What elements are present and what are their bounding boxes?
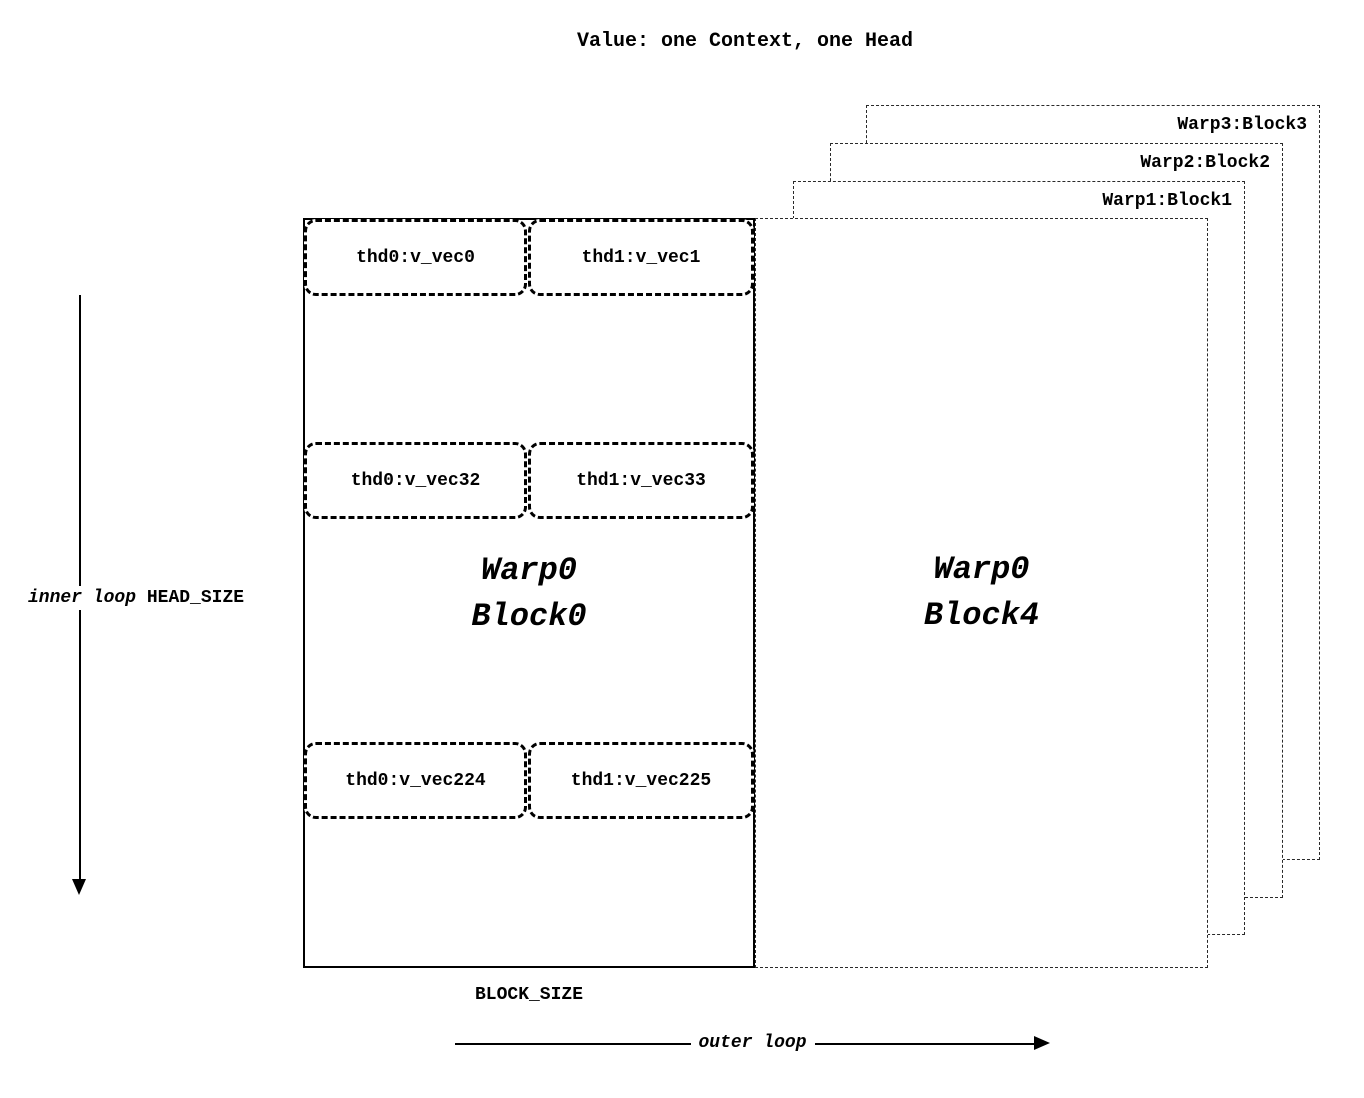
block4-caption-line1: Warp0 — [933, 551, 1030, 588]
block-warp3-label: Warp3:Block3 — [1177, 115, 1307, 135]
inner-loop-dim-label: HEAD_SIZE — [146, 588, 245, 608]
block-size-label: BLOCK_SIZE — [474, 985, 584, 1005]
block0-caption: Warp0 Block0 — [305, 548, 753, 641]
outer-loop-arrowhead-icon — [1034, 1036, 1050, 1050]
block0-caption-line1: Warp0 — [480, 552, 577, 589]
block-warp1-label: Warp1:Block1 — [1102, 191, 1232, 211]
inner-loop-label-name: inner loop — [28, 588, 137, 608]
block0-caption-line2: Block0 — [471, 598, 587, 636]
block4-caption: Warp0 Block4 — [756, 547, 1207, 640]
cell-thd1-vvec33: thd1:v_vec33 — [528, 442, 754, 519]
block-warp2-label: Warp2:Block2 — [1140, 153, 1270, 173]
block4-caption-line2: Block4 — [923, 597, 1040, 635]
outer-loop-arrow: outer loop — [455, 1033, 1050, 1053]
inner-loop-label: inner loop HEAD_SIZE — [24, 586, 249, 610]
inner-loop-arrowhead-icon — [72, 879, 86, 895]
block-warp0-block0: Warp0 Block0 — [303, 218, 755, 968]
outer-loop-label: outer loop — [690, 1033, 815, 1053]
cell-thd0-vvec32: thd0:v_vec32 — [304, 442, 527, 519]
cell-thd0-vvec0: thd0:v_vec0 — [304, 219, 527, 296]
cell-thd1-vvec225: thd1:v_vec225 — [528, 742, 754, 819]
cell-thd0-vvec224: thd0:v_vec224 — [304, 742, 527, 819]
block-warp0-block4: Warp0 Block4 — [755, 218, 1208, 968]
cell-thd1-vvec1: thd1:v_vec1 — [528, 219, 754, 296]
diagram-title: Value: one Context, one Head — [576, 30, 914, 53]
